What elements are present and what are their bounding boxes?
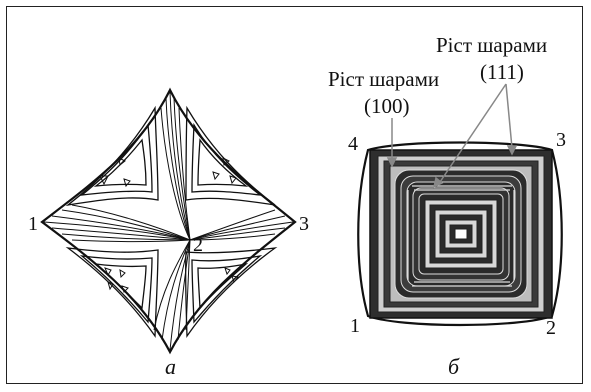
corner-label-4: 4 <box>348 133 358 155</box>
ridge-lines-top <box>160 91 191 241</box>
growth-label-100-line1: Ріст шарами <box>328 67 439 91</box>
facet-bottom-right <box>184 247 278 338</box>
vertex-label-3: 3 <box>299 213 309 235</box>
growth-arrows <box>386 83 518 189</box>
arrow-111-left <box>439 83 507 183</box>
vertex-label-2: 2 <box>193 234 203 256</box>
arrow-111-right-head <box>506 145 518 156</box>
panel-b-crystal <box>357 141 563 327</box>
caption-a: а <box>165 354 176 379</box>
growth-label-111-line1: Ріст шарами <box>436 33 547 57</box>
corner-label-2: 2 <box>546 317 556 339</box>
figure-frame <box>6 6 583 384</box>
growth-label-100-line2: (100) <box>364 94 410 118</box>
facet-top-right <box>185 105 276 206</box>
caption-b: б <box>448 354 460 379</box>
growth-stripes <box>407 185 515 287</box>
vertex-label-1: 1 <box>28 213 38 235</box>
arrow-100-head <box>386 157 398 168</box>
arrow-111-right <box>505 83 513 149</box>
facet-bottom-left <box>65 247 159 338</box>
panel-a-crystal <box>40 87 297 355</box>
ridge-lines-right <box>189 209 294 241</box>
etch-pits <box>99 157 239 293</box>
arrow-111-left-head <box>432 176 444 189</box>
corner-label-1: 1 <box>350 315 360 337</box>
ridge-lines-left <box>43 204 191 242</box>
corner-label-3: 3 <box>556 129 566 151</box>
layer-center <box>454 228 468 240</box>
growth-label-111-line2: (111) <box>480 60 524 84</box>
